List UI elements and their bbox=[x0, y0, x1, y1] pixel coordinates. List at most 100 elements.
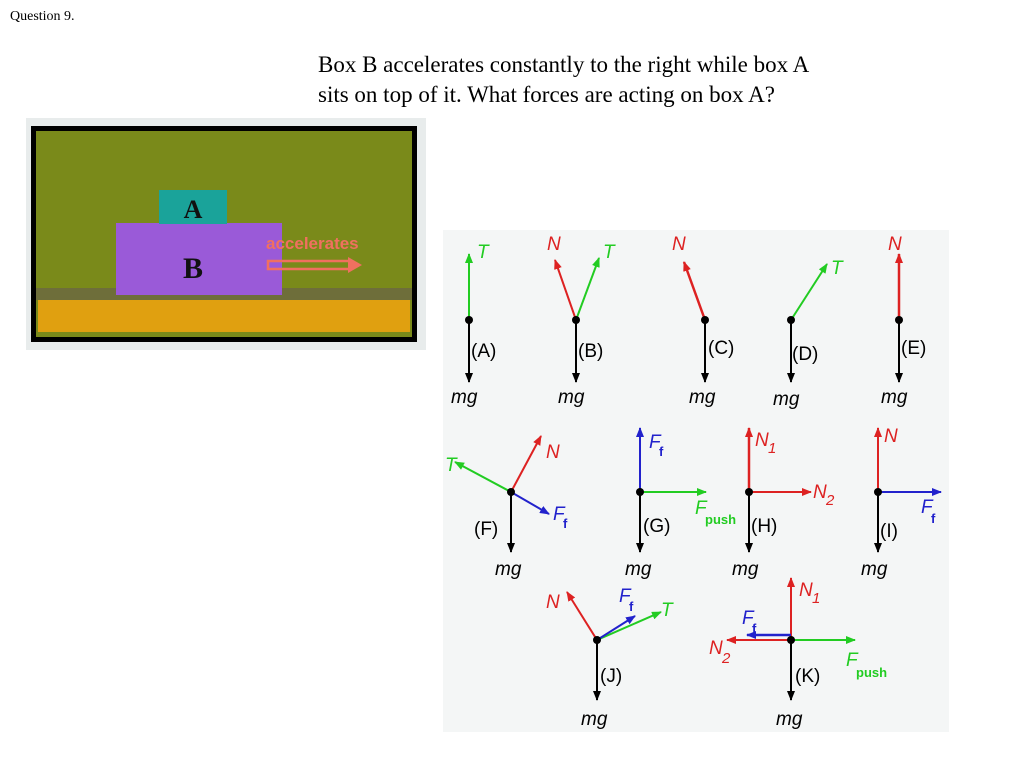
option-a[interactable]: T (A) mg bbox=[451, 242, 496, 408]
option-f-ff-arrow bbox=[510, 491, 550, 515]
option-k-label: (K) bbox=[795, 666, 820, 687]
option-b-label: (B) bbox=[578, 341, 603, 362]
option-f-label: (F) bbox=[474, 519, 498, 540]
option-a-label: (A) bbox=[471, 341, 496, 362]
box-a bbox=[159, 190, 227, 224]
option-j-ff-sub: f bbox=[629, 599, 634, 614]
option-k-n1-main: N bbox=[799, 580, 813, 601]
option-i-ff-sub: f bbox=[931, 511, 936, 526]
option-h-n2-main: N bbox=[813, 482, 827, 503]
option-k-ff-main: F bbox=[742, 608, 755, 629]
option-f-ff-sub: f bbox=[563, 516, 568, 531]
option-e-label: (E) bbox=[901, 338, 926, 359]
option-e[interactable]: N (E) mg bbox=[881, 234, 926, 408]
option-k-ff-sub: f bbox=[752, 621, 757, 636]
option-g-mg-label: mg bbox=[625, 559, 652, 580]
option-g-ff-main: F bbox=[649, 432, 662, 453]
option-j-n-label: N bbox=[546, 592, 560, 613]
question-line-2: sits on top of it. What forces are actin… bbox=[318, 82, 775, 107]
option-f-mg-label: mg bbox=[495, 559, 522, 580]
option-c-label: (C) bbox=[708, 338, 734, 359]
option-b-t-arrow bbox=[575, 257, 600, 321]
option-j-label: (J) bbox=[600, 666, 622, 687]
option-i[interactable]: N F f (I) mg bbox=[861, 426, 942, 580]
option-e-n-label: N bbox=[888, 234, 902, 255]
option-g[interactable]: F f F push (G) mg bbox=[625, 427, 736, 580]
question-line-1: Box B accelerates constantly to the righ… bbox=[318, 52, 810, 77]
option-k-point bbox=[787, 636, 795, 644]
option-h-point bbox=[745, 488, 753, 496]
option-h[interactable]: N 1 N 2 (H) mg bbox=[732, 427, 835, 580]
option-i-mg-label: mg bbox=[861, 559, 888, 580]
option-f[interactable]: N T F f (F) mg bbox=[445, 435, 568, 580]
option-e-mg-label: mg bbox=[881, 387, 908, 408]
option-j[interactable]: N F f T (J) mg bbox=[546, 586, 674, 730]
option-f-point bbox=[507, 488, 515, 496]
option-j-mg-label: mg bbox=[581, 709, 608, 730]
option-b-n-label: N bbox=[547, 234, 561, 255]
option-b-mg-label: mg bbox=[558, 387, 585, 408]
fbd-background bbox=[443, 230, 949, 732]
option-h-n2-sub: 2 bbox=[825, 492, 835, 509]
option-k-mg-label: mg bbox=[776, 709, 803, 730]
option-i-label: (I) bbox=[880, 521, 898, 542]
option-d-t-label: T bbox=[831, 258, 844, 279]
accelerates-label: accelerates bbox=[266, 234, 359, 253]
scene-ground bbox=[38, 300, 410, 332]
option-f-t-arrow bbox=[454, 461, 512, 493]
option-k-n2-main: N bbox=[709, 638, 723, 659]
option-j-ff-arrow bbox=[596, 615, 636, 641]
option-f-n-arrow bbox=[510, 435, 542, 493]
question-number: Question 9. bbox=[10, 9, 75, 24]
option-f-t-label: T bbox=[445, 455, 458, 476]
option-c-n-label: N bbox=[672, 234, 686, 255]
option-c-point bbox=[701, 316, 709, 324]
option-d-t-arrow bbox=[790, 263, 828, 321]
box-b bbox=[116, 223, 282, 295]
option-k[interactable]: N 1 F f N 2 F push (K) mg bbox=[709, 577, 887, 730]
option-i-point bbox=[874, 488, 882, 496]
option-d-mg-label: mg bbox=[773, 389, 800, 410]
option-j-point bbox=[593, 636, 601, 644]
option-g-point bbox=[636, 488, 644, 496]
option-a-mg-label: mg bbox=[451, 387, 478, 408]
option-i-n-label: N bbox=[884, 426, 898, 447]
option-c-n-arrow bbox=[682, 261, 707, 321]
option-g-label: (G) bbox=[643, 516, 670, 537]
option-c[interactable]: N (C) mg bbox=[672, 234, 734, 408]
option-h-mg-label: mg bbox=[732, 559, 759, 580]
option-k-n2-sub: 2 bbox=[721, 650, 731, 667]
option-k-n1-sub: 1 bbox=[812, 590, 820, 607]
option-j-ff-main: F bbox=[619, 586, 632, 607]
option-j-n-arrow bbox=[566, 591, 598, 641]
option-j-t-label: T bbox=[661, 600, 674, 621]
option-g-fpush-sub: push bbox=[705, 512, 736, 527]
option-h-label: (H) bbox=[751, 516, 777, 537]
option-e-point bbox=[895, 316, 903, 324]
option-c-mg-label: mg bbox=[689, 387, 716, 408]
option-b-t-label: T bbox=[603, 242, 616, 263]
box-b-label: B bbox=[183, 252, 203, 285]
option-h-n1-sub: 1 bbox=[768, 440, 776, 457]
option-b[interactable]: N T (B) mg bbox=[547, 234, 616, 408]
option-a-point bbox=[465, 316, 473, 324]
box-scene-illustration: A B accelerates bbox=[26, 118, 426, 350]
box-a-label: A bbox=[184, 195, 203, 224]
option-j-t-arrow bbox=[596, 611, 662, 641]
option-h-n1-main: N bbox=[755, 430, 769, 451]
option-f-ff-main: F bbox=[553, 504, 566, 525]
acceleration-arrow bbox=[266, 257, 362, 273]
option-b-point bbox=[572, 316, 580, 324]
option-k-fpush-sub: push bbox=[856, 665, 887, 680]
question-text: Box B accelerates constantly to the righ… bbox=[318, 50, 968, 110]
free-body-diagram-options: T (A) mg N T (B) mg N (C) mg T (D) mg N bbox=[443, 230, 949, 732]
option-k-fpush-main: F bbox=[846, 650, 859, 671]
option-g-fpush-main: F bbox=[695, 498, 708, 519]
option-d-label: (D) bbox=[792, 344, 818, 365]
option-g-ff-sub: f bbox=[659, 444, 664, 459]
option-b-n-arrow bbox=[554, 259, 577, 321]
option-d-point bbox=[787, 316, 795, 324]
option-a-t-label: T bbox=[477, 242, 490, 263]
option-f-n-label: N bbox=[546, 442, 560, 463]
option-d[interactable]: T (D) mg bbox=[773, 258, 844, 410]
